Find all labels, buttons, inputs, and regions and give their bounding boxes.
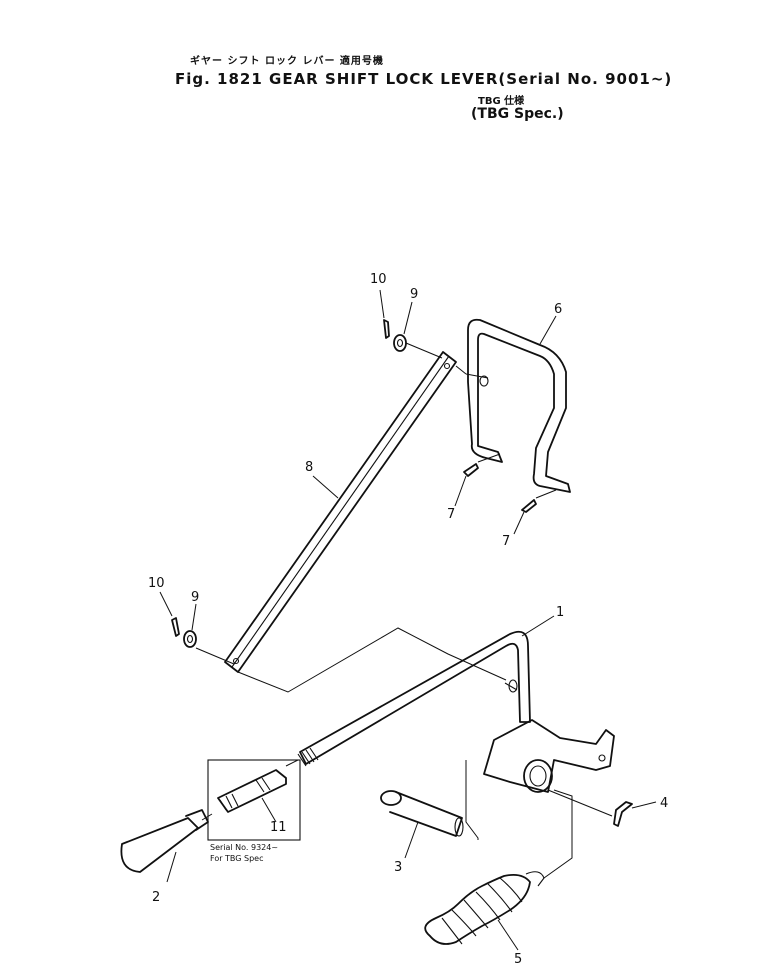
washer-part-9-upper <box>393 334 407 352</box>
callout-2: 2 <box>152 890 160 905</box>
spring-part-5 <box>424 871 545 945</box>
callout-7-left: 7 <box>447 507 455 522</box>
lever-boss-bracket <box>483 719 615 793</box>
rod-end-part-11 <box>207 759 301 841</box>
note-spec: For TBG Spec <box>210 854 264 863</box>
callout-5: 5 <box>514 952 522 963</box>
cotter-pin-part-4 <box>613 801 633 827</box>
callout-10-lower: 10 <box>148 576 165 591</box>
knob-part-2 <box>120 809 209 873</box>
callout-11: 11 <box>270 820 287 835</box>
callout-labels: 1 2 3 4 5 6 7 7 8 9 9 10 10 11 <box>148 272 668 963</box>
callout-7-right: 7 <box>502 534 510 549</box>
washer-part-9-lower <box>183 630 197 648</box>
lock-rod-part-6 <box>465 318 571 493</box>
callout-10-upper: 10 <box>370 272 387 287</box>
split-pin-part-7-right <box>521 499 537 513</box>
callout-4: 4 <box>660 796 668 811</box>
callout-3: 3 <box>394 860 402 875</box>
serial-note: Serial No. 9324~ For TBG Spec <box>210 843 278 863</box>
split-pin-part-10-upper <box>383 319 390 339</box>
callout-9-lower: 9 <box>191 590 199 605</box>
shift-lock-lever-part-1 <box>297 630 531 767</box>
note-serial: Serial No. 9324~ <box>210 843 278 852</box>
link-rod-part-8 <box>224 351 457 673</box>
callout-8: 8 <box>305 460 313 475</box>
figure-title: Fig. 1821 GEAR SHIFT LOCK LEVER(Serial N… <box>175 70 673 88</box>
callout-6: 6 <box>554 302 562 317</box>
spec-label: (TBG Spec.) <box>471 106 564 122</box>
callout-1: 1 <box>556 605 564 620</box>
assembly-lines <box>195 342 613 879</box>
figure-title-japanese: ギヤー シフト ロック レバー 適用号機 <box>190 56 384 67</box>
spec-label-japanese: TBG 仕様 <box>478 96 525 107</box>
pin-part-3 <box>380 790 464 837</box>
callout-9-upper: 9 <box>410 287 418 302</box>
split-pin-part-7-left <box>463 463 479 477</box>
callout-leaders <box>159 289 657 951</box>
split-pin-part-10-lower <box>171 617 180 637</box>
